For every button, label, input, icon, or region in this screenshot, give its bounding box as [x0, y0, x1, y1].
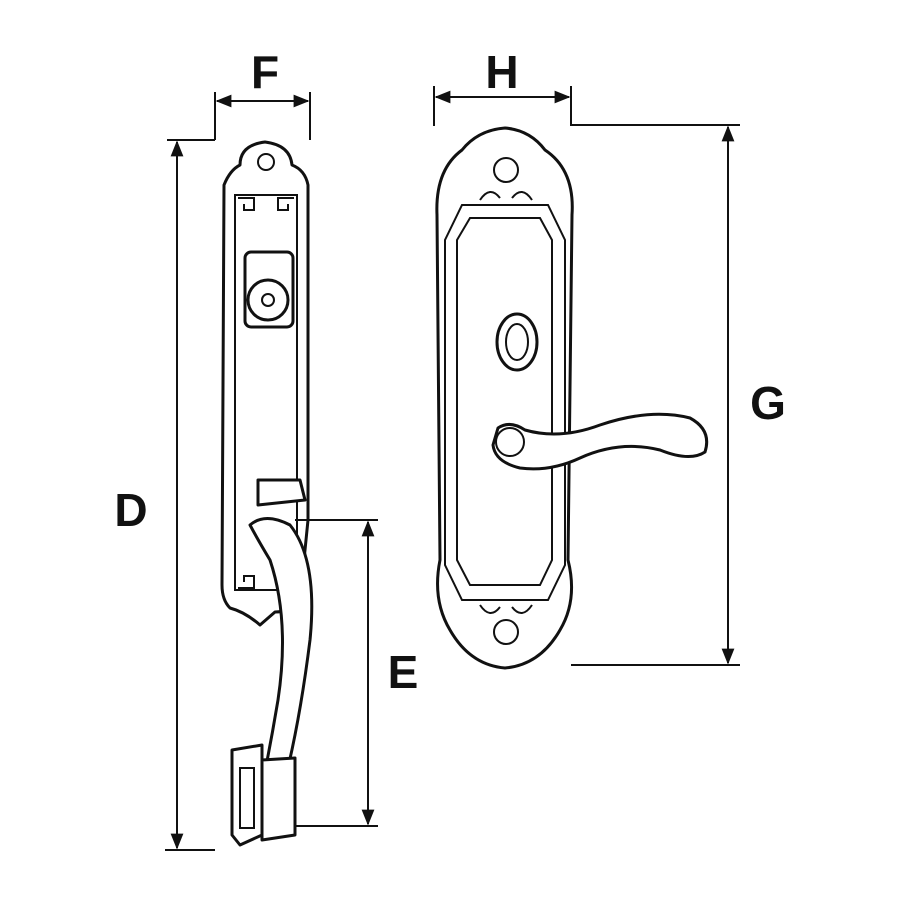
dimension-label-g: G — [750, 377, 786, 429]
dimension-f: F — [214, 46, 311, 140]
lever-handle — [491, 412, 709, 471]
lever-rose — [495, 427, 525, 457]
grip-bottom-mount — [230, 743, 264, 847]
greek-key-ornament-bottom — [238, 575, 255, 589]
backplate-inner-border — [234, 194, 298, 591]
keyhole-escutcheon — [495, 312, 539, 372]
dimension-label-e: E — [388, 646, 419, 698]
mounting-hole — [257, 153, 275, 171]
lever-backplate — [435, 126, 574, 670]
grip-bottom-foot — [260, 756, 297, 842]
greek-key-ornament-left — [238, 197, 255, 211]
thumb-latch — [256, 478, 307, 507]
dimension-e: E — [295, 519, 419, 827]
keyway — [261, 293, 275, 307]
dimension-label-d: D — [114, 484, 147, 536]
bottom-screw-hole — [493, 619, 519, 645]
key-cylinder — [246, 278, 290, 322]
plate-inner-panel — [456, 217, 553, 586]
dimension-label-h: H — [485, 46, 518, 98]
top-scroll-ornament — [479, 191, 533, 201]
plate-outer-border — [444, 204, 566, 601]
keyhole — [505, 323, 529, 361]
dimension-g: G — [571, 124, 786, 666]
bottom-scroll-ornament — [479, 604, 533, 614]
dimension-h: H — [433, 46, 572, 126]
greek-key-ornament-right — [277, 197, 294, 211]
grip-handleset — [220, 140, 314, 847]
bottom-mount-detail — [239, 767, 255, 829]
lever-trim — [435, 126, 709, 670]
dimension-d: D — [114, 139, 215, 851]
dimension-label-f: F — [251, 46, 279, 98]
top-screw-hole — [493, 157, 519, 183]
